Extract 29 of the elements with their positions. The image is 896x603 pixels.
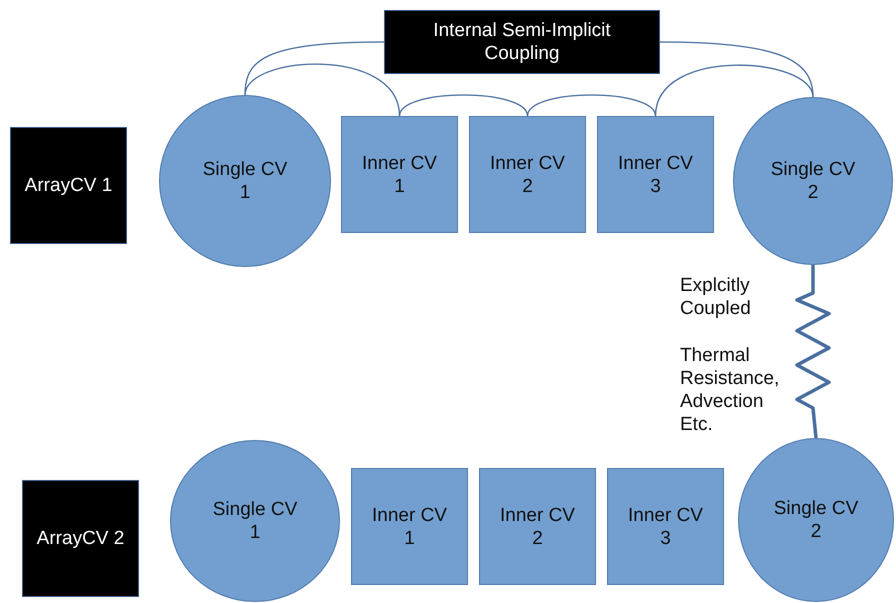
node-label: ArrayCV 2 bbox=[36, 527, 124, 550]
node-label: Inner CV 2 bbox=[489, 152, 566, 198]
node-label: Inner CV 1 bbox=[361, 152, 438, 198]
node-label: ArrayCV 1 bbox=[24, 174, 112, 197]
coupling-arc bbox=[654, 64, 814, 116]
control-volume-box bbox=[479, 468, 596, 585]
edge-label: Explcitly Coupled bbox=[680, 274, 752, 320]
node-label: Inner CV 3 bbox=[627, 504, 704, 550]
control-volume-box bbox=[469, 116, 586, 233]
coupling-arc bbox=[526, 94, 656, 116]
coupling-arc bbox=[244, 64, 400, 116]
title-box bbox=[384, 10, 660, 74]
node-label: Inner CV 3 bbox=[617, 152, 694, 198]
annotation-text: Thermal Resistance, Advection Etc. bbox=[680, 344, 780, 436]
node-label: Inner CV 1 bbox=[371, 504, 448, 550]
coupling-arc bbox=[398, 94, 528, 116]
node-label: Inner CV 2 bbox=[499, 504, 576, 550]
node-label: Single CV 1 bbox=[212, 498, 298, 544]
resistor-symbol bbox=[795, 265, 831, 438]
control-volume-box bbox=[341, 116, 458, 233]
node-label: Single CV 2 bbox=[770, 158, 856, 204]
control-volume-box bbox=[351, 468, 468, 585]
array-box bbox=[10, 127, 127, 244]
control-volume-box bbox=[607, 468, 724, 585]
node-label: Single CV 2 bbox=[772, 497, 860, 543]
control-volume-box bbox=[597, 116, 714, 233]
array-box bbox=[22, 480, 139, 597]
node-label: Single CV 1 bbox=[202, 158, 288, 204]
node-label: Internal Semi-Implicit Coupling bbox=[432, 19, 612, 65]
